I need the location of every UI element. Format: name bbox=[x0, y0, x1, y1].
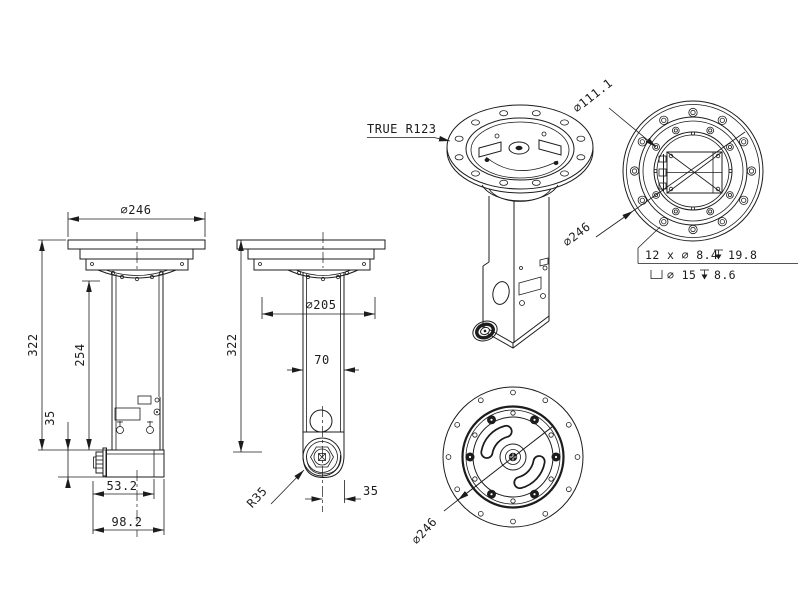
dim-text-322: 322 bbox=[26, 333, 40, 356]
dim-254: 254 bbox=[73, 280, 100, 450]
iso-view: TRUE R123 bbox=[367, 104, 594, 349]
dim-text-35: 35 bbox=[43, 410, 57, 425]
dim-text-dia111: ⌀111.1 bbox=[570, 76, 615, 116]
dim-text-dia205: ⌀205 bbox=[306, 298, 337, 312]
inner-ring-2 bbox=[470, 121, 570, 179]
screw-hole bbox=[258, 262, 262, 266]
lugs bbox=[465, 415, 561, 499]
top-flange bbox=[67, 239, 206, 250]
callout-text-true-r123: TRUE R123 bbox=[367, 122, 437, 136]
iso-connector bbox=[472, 320, 498, 342]
thumb-screws bbox=[116, 421, 154, 434]
spec-text-depth2: 8.6 bbox=[714, 268, 736, 282]
spec-text-cbore: ⌀ 15 bbox=[667, 268, 696, 282]
screw-hole bbox=[180, 262, 184, 266]
inner-ring bbox=[465, 117, 575, 181]
dim-text-70: 70 bbox=[314, 353, 329, 367]
bell-arc bbox=[97, 269, 177, 279]
label-plate bbox=[518, 276, 542, 296]
small-holes bbox=[472, 410, 554, 504]
center-hub bbox=[508, 141, 530, 155]
dim-text-dia246-bottom: ⌀246 bbox=[409, 515, 440, 547]
hub-dot bbox=[515, 145, 523, 151]
dim-text-r35: R35 bbox=[244, 484, 270, 511]
bracket bbox=[539, 257, 549, 267]
dim-35: 35 bbox=[43, 410, 106, 488]
counterbore-holes bbox=[629, 107, 757, 235]
dim-text-53-2: 53.2 bbox=[107, 479, 138, 493]
screw-hole bbox=[90, 262, 94, 266]
screw-hole bbox=[362, 262, 366, 266]
flange-step-3 bbox=[253, 258, 371, 271]
screw bbox=[154, 397, 160, 403]
thick-ring bbox=[461, 405, 565, 509]
column-hole bbox=[309, 409, 333, 433]
right-tab bbox=[538, 139, 562, 156]
dim-text-98-2: 98.2 bbox=[112, 515, 143, 529]
label-plate bbox=[114, 407, 141, 421]
spec-text-holes: 12 x ⌀ 8.4 bbox=[645, 248, 718, 262]
dim-98-2: 98.2 bbox=[93, 479, 165, 535]
under-step bbox=[481, 184, 559, 202]
spec-text-depth1: 19.8 bbox=[728, 248, 757, 262]
screw-center bbox=[156, 411, 158, 413]
rim-holes bbox=[445, 389, 581, 525]
rotor-arc bbox=[485, 156, 559, 171]
callout-dia246-bottom: ⌀246 bbox=[409, 426, 553, 547]
flange-step-2 bbox=[79, 248, 194, 260]
dim-dia205: ⌀205 bbox=[261, 297, 376, 319]
bell-arc-inner bbox=[295, 269, 352, 276]
outer-rim bbox=[622, 100, 764, 242]
mid-ring-2 bbox=[642, 120, 744, 222]
flange-thickness bbox=[446, 150, 594, 194]
flange-step-3 bbox=[85, 258, 189, 271]
mid-ring bbox=[638, 116, 748, 226]
dim-70: 70 bbox=[287, 353, 359, 373]
dim-text-dia246: ⌀246 bbox=[121, 203, 152, 217]
front-view: ⌀246 322 254 35 53.2 bbox=[26, 203, 206, 537]
flange-holes bbox=[454, 110, 586, 186]
dim-322-side: 322 bbox=[225, 240, 262, 453]
depth-icon bbox=[714, 249, 723, 260]
dim-322: 322 bbox=[26, 239, 106, 451]
outer-rim-inner bbox=[626, 104, 760, 238]
square-pocket bbox=[658, 151, 723, 194]
dim-text-322-side: 322 bbox=[225, 333, 239, 356]
under-step-2 bbox=[488, 188, 552, 202]
side-view: ⌀205 70 322 R35 35 bbox=[225, 232, 386, 512]
pivot-hub bbox=[302, 437, 342, 477]
top-flange bbox=[236, 239, 386, 250]
callout-true-r123: TRUE R123 bbox=[367, 122, 451, 142]
dim-r35: R35 bbox=[244, 469, 305, 511]
dim-text-254: 254 bbox=[73, 343, 87, 366]
depth-icon bbox=[700, 269, 709, 280]
left-tab bbox=[478, 141, 502, 158]
bell-arc bbox=[287, 269, 359, 279]
screw bbox=[153, 408, 161, 416]
hole-spec-note: 12 x ⌀ 8.4 19.8 ⌀ 15 8.6 bbox=[637, 226, 798, 282]
dim-text-35-side: 35 bbox=[363, 484, 378, 498]
counterbore-icon bbox=[650, 270, 663, 279]
dim-dia246: ⌀246 bbox=[67, 203, 206, 237]
rear-view: ⌀111.1 ⌀246 12 x ⌀ 8.4 19.8 ⌀ 15 bbox=[560, 76, 798, 282]
dim-53-2: 53.2 bbox=[92, 479, 155, 534]
flange-step-2 bbox=[247, 248, 375, 260]
dim-35-side: 35 bbox=[305, 480, 378, 503]
bracket bbox=[137, 395, 152, 405]
cable-hole bbox=[492, 281, 510, 305]
inner-bolt-holes bbox=[652, 126, 734, 216]
kidney-slots bbox=[480, 424, 546, 490]
connector bbox=[93, 447, 107, 477]
outer-rim bbox=[442, 386, 584, 528]
bottom-view: ⌀246 bbox=[409, 386, 584, 547]
dim-text-dia246-rear: ⌀246 bbox=[560, 219, 593, 249]
